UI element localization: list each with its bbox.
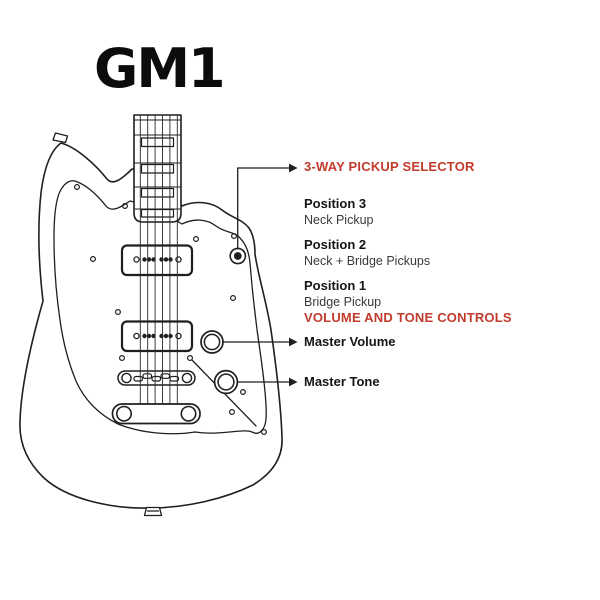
position-desc: Neck Pickup xyxy=(304,212,374,227)
master-tone-label: Master Tone xyxy=(304,374,380,389)
pointer-arrow-icon xyxy=(289,337,298,347)
position-label: Position 2 xyxy=(304,237,367,252)
strap-button-top xyxy=(52,132,69,144)
position-desc: Bridge Pickup xyxy=(304,294,382,309)
controls-heading: VOLUME AND TONE CONTROLS xyxy=(304,310,512,325)
position-desc: Neck + Bridge Pickups xyxy=(304,253,431,268)
page-title: GM1 xyxy=(94,37,226,100)
neck-pickup xyxy=(120,244,194,277)
pointer-arrow-icon xyxy=(289,377,298,387)
fret-inlays xyxy=(140,137,175,218)
position-label: Position 3 xyxy=(304,196,367,211)
strings xyxy=(139,114,178,411)
position-2-block: Position 2 Neck + Bridge Pickups xyxy=(304,238,430,268)
tone-knob xyxy=(213,369,239,395)
selector-pointer-line xyxy=(237,167,291,250)
pickguard-screws xyxy=(73,184,268,436)
bridge-pickup xyxy=(120,320,194,353)
strap-button-bottom xyxy=(143,506,163,517)
position-1-block: Position 1 Bridge Pickup xyxy=(304,279,381,309)
pickup-selector-switch xyxy=(229,247,247,265)
pointer-arrow-icon xyxy=(289,163,298,173)
tailpiece xyxy=(111,403,201,425)
position-3-block: Position 3 Neck Pickup xyxy=(304,197,373,227)
position-label: Position 1 xyxy=(304,278,367,293)
master-volume-label: Master Volume xyxy=(304,334,396,349)
selector-heading: 3-WAY PICKUP SELECTOR xyxy=(304,159,475,174)
volume-knob xyxy=(200,330,224,354)
bridge xyxy=(117,370,196,386)
fretboard xyxy=(133,114,182,223)
